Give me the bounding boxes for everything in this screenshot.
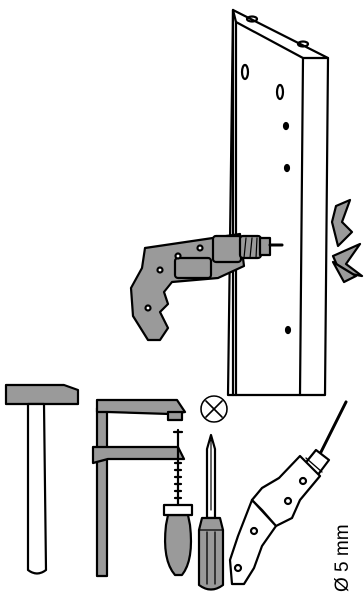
power-drill-with-bit-icon <box>228 400 348 586</box>
panel-board-icon <box>226 8 330 397</box>
drill-bit-size-label: Ø 5 mm <box>332 524 353 592</box>
impact-burst-icon <box>330 198 364 284</box>
screwdriver-icon <box>197 433 225 591</box>
bar-clamp-icon <box>91 398 194 578</box>
cross-circle-icon <box>200 395 228 423</box>
hammer-icon <box>4 383 80 575</box>
power-drill-icon <box>129 232 284 342</box>
